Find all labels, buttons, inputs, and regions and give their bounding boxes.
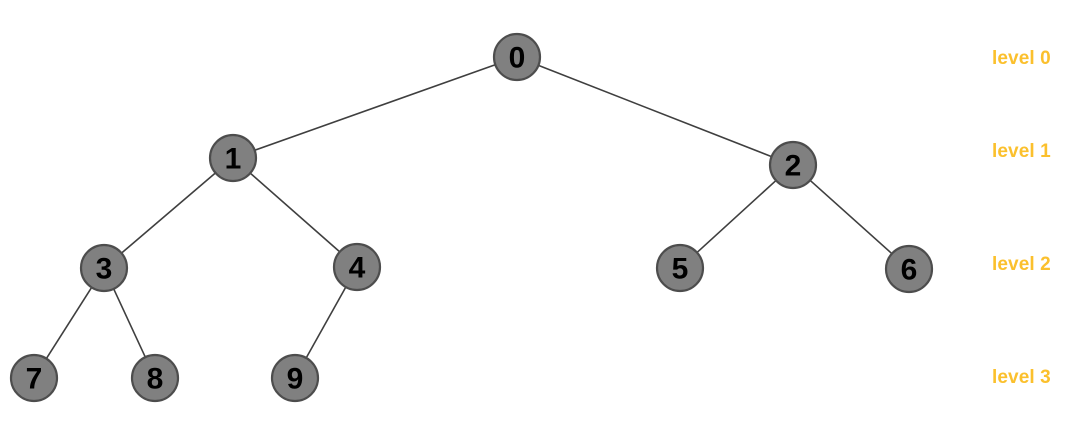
tree-edge (808, 179, 894, 255)
node-circle[interactable] (884, 244, 934, 294)
tree-edge (248, 171, 342, 254)
tree-node-4[interactable]: 4 (332, 242, 382, 292)
node-circle[interactable] (130, 353, 180, 403)
node-label: 3 (96, 253, 113, 286)
node-label: 9 (287, 363, 304, 396)
node-label: 2 (785, 150, 802, 183)
node-group: 0 1 2 3 4 5 6 7 8 9 (9, 32, 934, 403)
tree-node-3[interactable]: 3 (79, 243, 129, 293)
tree-edge (120, 171, 217, 255)
tree-node-1[interactable]: 1 (208, 133, 258, 183)
tree-edge (695, 179, 778, 254)
node-circle[interactable] (655, 243, 705, 293)
tree-edge (45, 286, 93, 360)
tree-edge (112, 287, 147, 359)
tree-node-6[interactable]: 6 (884, 244, 934, 294)
edge-group (45, 63, 894, 360)
tree-node-5[interactable]: 5 (655, 243, 705, 293)
node-label: 4 (349, 252, 366, 285)
tree-edge (253, 63, 497, 152)
node-label: 1 (225, 143, 242, 176)
node-label: 8 (147, 363, 164, 396)
node-label: 0 (509, 42, 526, 75)
level-label-1: level 1 (992, 141, 1051, 162)
level-label-3: level 3 (992, 367, 1051, 388)
node-circle[interactable] (332, 242, 382, 292)
node-label: 7 (26, 363, 43, 396)
node-circle[interactable] (9, 353, 59, 403)
tree-node-2[interactable]: 2 (768, 140, 818, 190)
tree-node-0[interactable]: 0 (492, 32, 542, 82)
level-label-0: level 0 (992, 48, 1051, 69)
node-label: 6 (901, 254, 918, 287)
node-circle[interactable] (270, 353, 320, 403)
node-circle[interactable] (492, 32, 542, 82)
tree-edge (305, 285, 347, 360)
node-label: 5 (672, 253, 689, 286)
level-label-2: level 2 (992, 254, 1051, 275)
tree-node-8[interactable]: 8 (130, 353, 180, 403)
node-circle[interactable] (208, 133, 258, 183)
node-circle[interactable] (79, 243, 129, 293)
tree-node-9[interactable]: 9 (270, 353, 320, 403)
tree-edge (537, 64, 773, 158)
node-circle[interactable] (768, 140, 818, 190)
tree-node-7[interactable]: 7 (9, 353, 59, 403)
